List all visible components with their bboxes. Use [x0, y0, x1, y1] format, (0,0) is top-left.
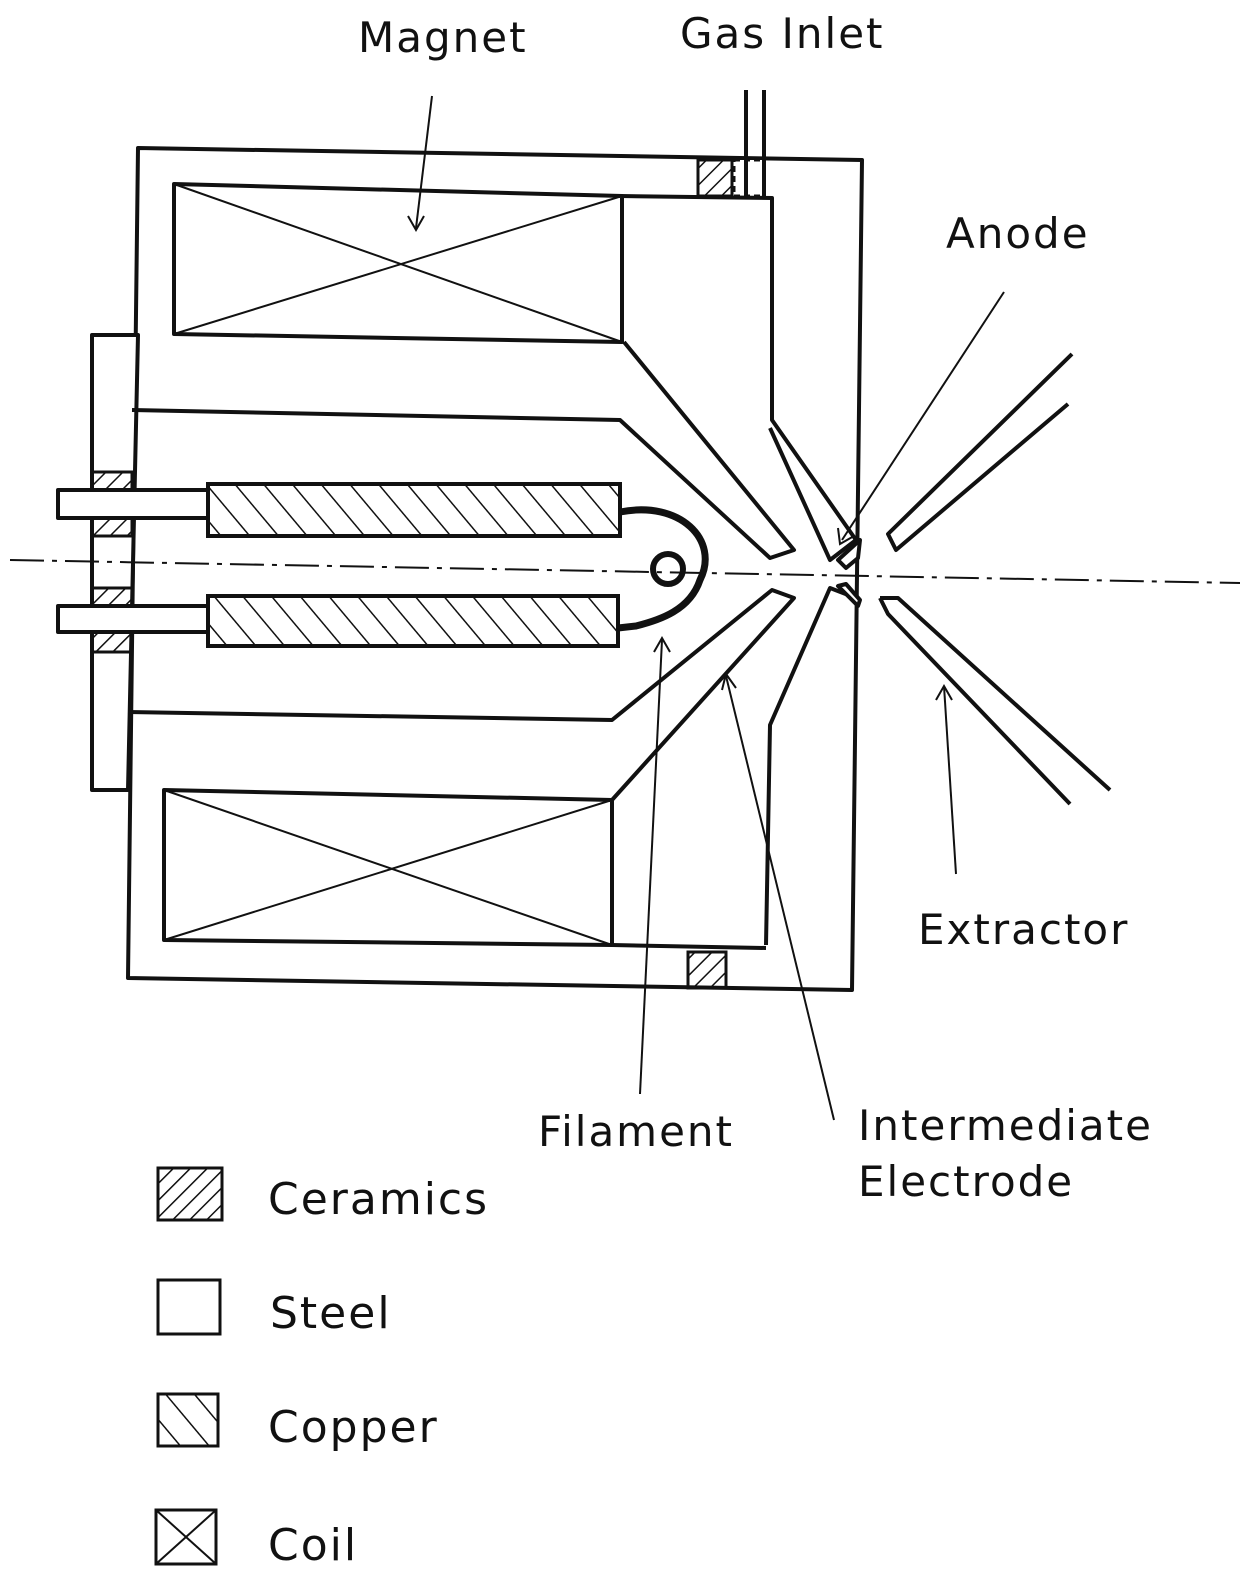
optical-axis [9, 559, 1241, 584]
legend-ceramics-swatch [156, 1166, 224, 1222]
legend-coil-label: Coil [268, 1520, 358, 1571]
legend: Ceramics Steel Copper Coil [154, 1166, 489, 1571]
filament-leads [56, 488, 210, 634]
gas-inlet-ceramic [696, 158, 734, 198]
lower-magnet-coil [162, 788, 614, 947]
upper-magnet-coil [172, 182, 624, 344]
gas-inlet-label: Gas Inlet [680, 9, 885, 58]
bottom-ceramic [686, 950, 728, 990]
legend-ceramics-label: Ceramics [268, 1174, 489, 1225]
legend-steel-label: Steel [270, 1288, 392, 1339]
leader-lines [407, 95, 1005, 1121]
magnet-label: Magnet [358, 13, 528, 62]
lower-coil-base [611, 943, 767, 950]
filament-label: Filament [538, 1107, 734, 1156]
copper-conductors [206, 482, 622, 648]
anode-label: Anode [946, 209, 1090, 258]
gas-inlet-ceramic-dashed [732, 158, 766, 198]
gas-inlet-pipes [744, 90, 766, 196]
legend-copper-label: Copper [268, 1402, 439, 1453]
extractor-label: Extractor [918, 905, 1129, 954]
legend-coil-swatch [154, 1508, 218, 1566]
anode [836, 538, 862, 608]
intermediate-electrode-label-line1: Intermediate [858, 1101, 1153, 1150]
filament [617, 506, 709, 632]
upper-pole-piece [131, 194, 858, 562]
legend-steel-swatch [156, 1278, 222, 1336]
extractor [878, 352, 1112, 806]
intermediate-electrode-label-line2: Electrode [858, 1157, 1074, 1206]
legend-copper-swatch [156, 1392, 220, 1448]
